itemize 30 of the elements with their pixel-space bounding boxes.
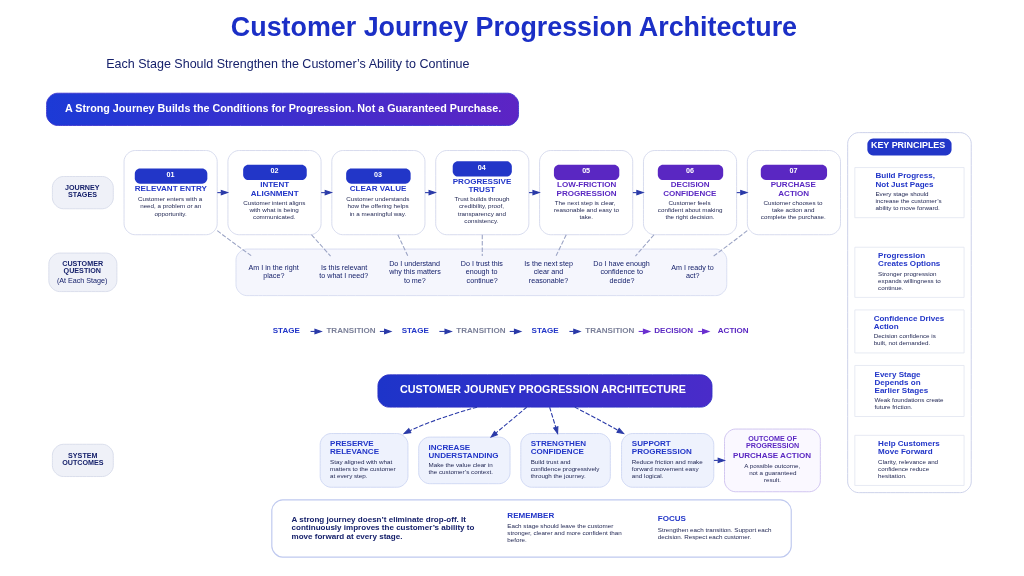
node-box: A Strong Journey Builds the Conditions for Progression. Not a Guaranteed Purchase. (45, 92, 519, 126)
arrow (216, 189, 229, 196)
arrow (489, 406, 527, 439)
node-text: TRANSITION (325, 325, 376, 335)
connector (554, 234, 567, 257)
node-text: STAGE (531, 325, 559, 335)
node-text: TRANSITION (584, 325, 634, 335)
connector (634, 234, 655, 257)
connector (481, 234, 483, 257)
arrow (548, 406, 558, 435)
cluster (235, 248, 727, 297)
node-text: A strong journey doesn’t eliminate drop-off. It continuously improves the customer’s ability to move forward at every stage. (291, 515, 474, 541)
node-text: ACTION (717, 325, 749, 335)
arrow (320, 189, 333, 196)
node-text: STAGE (272, 325, 300, 335)
label: Each Stage Should Strengthen the Customer’s Ability to Continue (105, 56, 470, 71)
connector (396, 234, 408, 257)
node-text: DECISION (653, 325, 693, 335)
cluster (270, 499, 792, 558)
node-box: CUSTOMER JOURNEY PROGRESSION ARCHITECTURE (377, 374, 712, 408)
diagram-title: Customer Journey Progression Architecture (230, 11, 797, 42)
connector (216, 230, 252, 257)
node-text: STAGE (401, 325, 429, 335)
connector (310, 234, 331, 257)
arrow (697, 328, 710, 335)
arrow (402, 406, 478, 435)
connector (712, 230, 748, 257)
node-text: TRANSITION (455, 325, 505, 335)
arrow (573, 406, 625, 435)
arrow (712, 457, 726, 464)
